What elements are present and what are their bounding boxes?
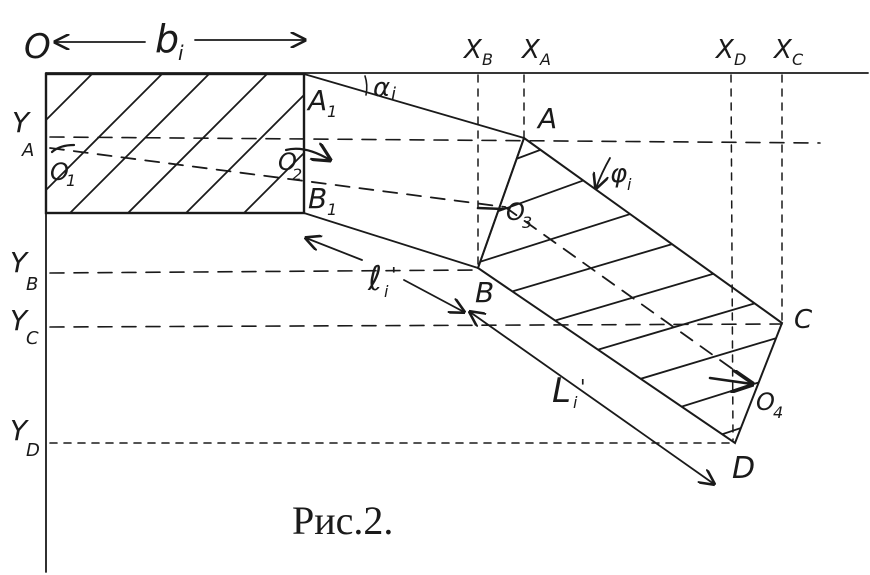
- label-YC-sub: C: [26, 328, 39, 349]
- short-length-arrow-b: [403, 279, 464, 312]
- label-D: D: [732, 451, 755, 486]
- label-XD: X: [714, 35, 735, 65]
- label-A1-sub: 1: [327, 102, 337, 121]
- label-long-length-sub: i: [573, 393, 578, 412]
- label-YC: Y: [10, 304, 29, 337]
- original-block-hatching: [46, 74, 304, 213]
- alpha-angle-arc: [364, 75, 368, 96]
- axis-o3-o4: [504, 206, 756, 386]
- o3-pointer-arrow: [476, 206, 505, 211]
- label-YB-sub: B: [26, 274, 38, 295]
- original-block-outline: [44, 72, 306, 215]
- label-YD-sub: D: [26, 440, 40, 461]
- label-long-length-prime: ': [580, 375, 586, 399]
- label-O2: O: [278, 148, 297, 176]
- sheared-strip: [476, 136, 784, 445]
- label-phi-sub: i: [627, 175, 632, 194]
- label-origin: O: [24, 27, 51, 67]
- label-O4: O: [756, 388, 775, 416]
- label-O1-sub: 1: [66, 171, 76, 190]
- label-XB: X: [462, 35, 483, 65]
- long-length-arrow: [470, 312, 714, 484]
- phi-angle-arrow: [596, 157, 611, 188]
- label-YD: Y: [10, 414, 29, 447]
- label-B1: B: [308, 182, 327, 215]
- label-A: A: [536, 102, 557, 135]
- label-short-length: ℓ: [367, 259, 382, 299]
- sheared-strip-hatching: [478, 138, 782, 443]
- label-O3: O: [506, 198, 525, 226]
- axes: [45, 72, 869, 573]
- label-alpha-sub: i: [391, 84, 396, 105]
- label-O3-sub: 3: [522, 213, 532, 232]
- o1-pointer-arrow: [50, 143, 76, 154]
- label-O1: O: [50, 158, 69, 186]
- label-B1-sub: 1: [327, 200, 337, 219]
- label-short-length-sub: i: [384, 282, 389, 301]
- ref-line-xd: [730, 74, 734, 441]
- label-XA-sub: A: [539, 50, 551, 69]
- label-A1: A: [306, 84, 327, 117]
- label-width-sub: i: [178, 41, 184, 65]
- labels: O b i α i A 1 B 1 A B C D O 1 O 2 O 3 O …: [10, 17, 813, 543]
- label-O2-sub: 2: [292, 165, 302, 184]
- sheared-strip-outline: [476, 136, 784, 445]
- label-YA: Y: [12, 106, 31, 139]
- label-XC: X: [772, 35, 793, 65]
- label-B: B: [475, 276, 494, 309]
- o2-pointer-arrow: [284, 149, 330, 160]
- reference-lines: [49, 74, 821, 444]
- label-width: b: [155, 17, 179, 61]
- figure-caption: Рис.2.: [292, 498, 393, 543]
- label-O4-sub: 4: [773, 403, 783, 422]
- ref-line-ya: [49, 136, 821, 144]
- label-alpha: α: [373, 73, 390, 103]
- original-block: [44, 72, 306, 215]
- dimension-arrows: [50, 40, 752, 484]
- label-phi: φ: [610, 159, 627, 189]
- label-XC-sub: C: [792, 50, 804, 69]
- label-YB: Y: [10, 246, 29, 279]
- label-short-length-prime: ': [391, 263, 397, 287]
- label-C: C: [794, 305, 813, 335]
- label-XD-sub: D: [734, 50, 746, 69]
- label-YA-sub: A: [21, 140, 34, 161]
- o4-pointer-arrow: [708, 378, 752, 384]
- ref-line-yb: [49, 269, 479, 274]
- label-XB-sub: B: [482, 50, 493, 69]
- label-long-length: L: [552, 371, 571, 411]
- short-length-arrow-a: [306, 238, 363, 261]
- label-XA: X: [520, 35, 541, 65]
